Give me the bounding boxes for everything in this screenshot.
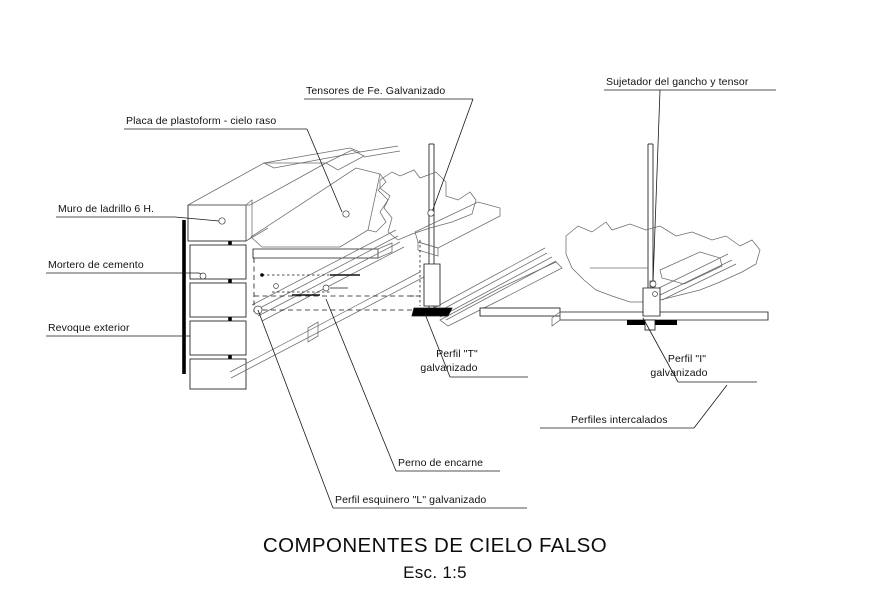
center-slab-end [417, 241, 439, 257]
brick-course [189, 244, 247, 280]
t-profile-edge [439, 256, 553, 318]
wall-top-face [187, 162, 327, 206]
drawing-title: COMPONENTES DE CIELO FALSO [263, 534, 607, 557]
label-text-line2: galvanizado [650, 367, 707, 379]
center-slab-top [414, 201, 501, 249]
title-block: COMPONENTES DE CIELO FALSO Esc. 1:5 [263, 534, 607, 582]
label-text: Revoque exterior [48, 322, 130, 334]
label-text: Muro de ladrillo 6 H. [58, 203, 154, 215]
plate-guide [363, 150, 401, 158]
gancho-base-plate [411, 307, 453, 317]
leader-line [174, 216, 220, 222]
center-bottom-flange [479, 307, 561, 317]
brick-course [189, 282, 247, 318]
label-text: Perfil esquinero "L" galvanizado [335, 494, 486, 506]
callout-perfil-t-galvanizado: Perfil "T" galvanizado [420, 313, 528, 378]
ceiling-slab-face [252, 248, 379, 259]
leader-line [424, 313, 451, 378]
t-profile-web [439, 261, 563, 327]
center-assembly-group [379, 143, 563, 327]
drawing-scale: Esc. 1:5 [403, 563, 467, 582]
label-text: Tensores de Fe. Galvanizado [306, 85, 445, 97]
dim-endpoint-dot [260, 273, 264, 277]
label-text: Perfiles intercalados [571, 414, 668, 426]
l-profile-bottom-run [230, 276, 425, 379]
leader-line [325, 298, 397, 472]
callout-perfil-esquinero-l: Perfil esquinero "L" galvanizado [257, 309, 527, 509]
brick-course [189, 320, 247, 356]
t-profile-edge [435, 252, 548, 314]
callout-placa-plastoform: Placa de plastoform - cielo raso [124, 115, 350, 218]
right-profile-edge [657, 259, 733, 297]
leader-marker [649, 280, 657, 288]
leader-line [431, 98, 474, 213]
right-slab-top [659, 251, 723, 285]
brick-courses [187, 204, 247, 390]
right-profile-edge [654, 253, 729, 291]
callout-mortero-cemento: Mortero de cemento [46, 259, 207, 280]
right-flange-end [551, 311, 561, 327]
leader-line [693, 384, 728, 429]
right-profile-edge [661, 263, 737, 301]
label-text: Sujetador del gancho y tensor [606, 76, 749, 88]
plastoform-fragment-right [565, 221, 761, 303]
label-text: Perno de encarne [398, 457, 483, 469]
right-tensor-bracket [642, 287, 661, 317]
callout-perfil-i-galvanizado: Perfil "I" galvanizado [642, 317, 757, 383]
plastoform-break-edge [367, 173, 389, 233]
dim-node [273, 283, 279, 289]
label-text: Mortero de cemento [48, 259, 144, 271]
label-text-line1: Perfil "I" [668, 353, 706, 365]
perno-de-encarne-node [322, 284, 330, 292]
plastoform-plate-top-edge [262, 147, 362, 169]
callout-sujetador-gancho-tensor: Sujetador del gancho y tensor [604, 76, 776, 288]
tensor-bracket [423, 263, 441, 307]
leader-marker [218, 217, 226, 225]
callout-revoque-exterior: Revoque exterior [46, 322, 190, 337]
plate-guide [359, 145, 399, 153]
leader-marker [342, 210, 350, 218]
callout-tensores-fe-galvanizado: Tensores de Fe. Galvanizado [304, 85, 474, 217]
brick-course [189, 358, 247, 390]
callout-muro-ladrillo: Muro de ladrillo 6 H. [56, 203, 226, 225]
label-text-line2: galvanizado [420, 362, 477, 374]
label-text: Placa de plastoform - cielo raso [126, 115, 276, 127]
wall-side-face [245, 199, 253, 242]
leader-marker [427, 209, 435, 217]
label-text-line1: Perfil "T" [436, 348, 478, 360]
left-assembly-group [229, 145, 440, 379]
dimension-construction-lines [253, 258, 440, 315]
callout-perno-de-encarne: Perno de encarne [325, 298, 500, 472]
t-profile-edge [433, 247, 546, 309]
wall-section-group [182, 162, 327, 390]
l-profile-edge [261, 246, 405, 322]
leader-line [642, 317, 679, 383]
l-profile-bottom-run [229, 271, 421, 373]
leader-line [652, 89, 661, 284]
right-assembly-group [551, 143, 769, 331]
l-profile-edge [251, 229, 397, 306]
annotation-layer: Placa de plastoform - cielo raso Tensores… [46, 76, 776, 509]
l-profile-edge [255, 235, 399, 311]
leader-line [257, 309, 334, 509]
plastoform-inclined-face [250, 167, 381, 248]
wall-edge [245, 227, 269, 242]
l-profile-fold [307, 321, 319, 343]
plastoform-fragment-center [379, 169, 477, 241]
ceiling-slab-side [377, 242, 393, 259]
brick-course [187, 204, 247, 242]
leader-marker [199, 272, 207, 280]
bracket-pin [652, 291, 658, 297]
callout-perfiles-intercalados: Perfiles intercalados [540, 384, 728, 429]
l-profile-edge [257, 241, 401, 317]
plastoform-plate-end [325, 149, 365, 171]
right-bottom-flange [559, 311, 769, 321]
leader-line [306, 128, 343, 213]
